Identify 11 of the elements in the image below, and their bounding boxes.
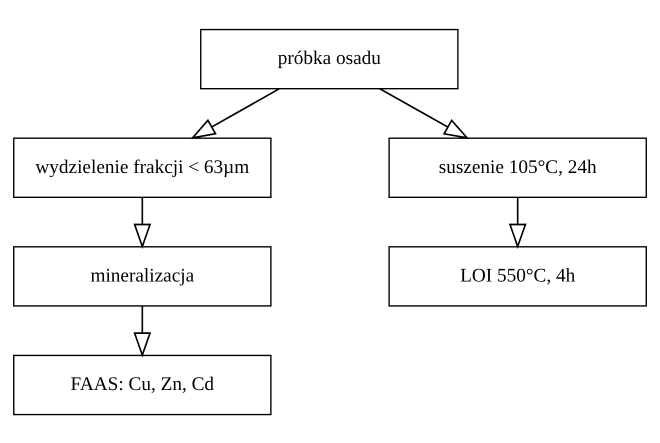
node-box: suszenie 105°C, 24h (388, 136, 647, 198)
arrow (190, 88, 280, 139)
node-box: FAAS: Cu, Zn, Cd (13, 354, 272, 415)
node-box: mineralizacja (13, 246, 272, 306)
arrow (379, 88, 470, 139)
node-box: próbka osadu (200, 28, 459, 89)
arrow (508, 196, 527, 248)
node-box: LOI 550°C, 4h (388, 246, 647, 306)
node-box: wydzielenie frakcji < 63µm (13, 136, 272, 198)
arrow (133, 196, 152, 248)
arrow (133, 306, 152, 358)
